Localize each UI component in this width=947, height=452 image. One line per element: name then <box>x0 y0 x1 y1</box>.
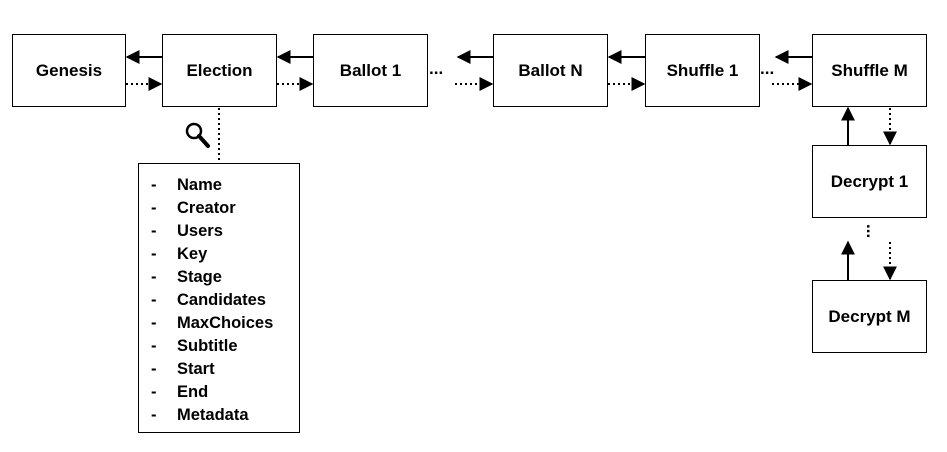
field-bullet: - <box>151 245 157 263</box>
block-decrypt-m: Decrypt M <box>812 280 927 353</box>
election-field-item: - Key <box>151 243 299 266</box>
election-field-item: - Name <box>151 174 299 197</box>
block-label: Election <box>186 60 253 80</box>
election-field-item: - Creator <box>151 197 299 220</box>
election-field-item: - Users <box>151 220 299 243</box>
block-label: Shuffle 1 <box>666 60 739 80</box>
election-field-item: - Candidates <box>151 289 299 312</box>
election-field-item: - End <box>151 381 299 404</box>
field-bullet: - <box>151 406 157 424</box>
ellipsis-decrypts: ... <box>863 224 882 238</box>
field-bullet: - <box>151 199 157 217</box>
field-name: Users <box>177 222 223 240</box>
field-name: End <box>177 383 209 401</box>
field-bullet: - <box>151 222 157 240</box>
field-bullet: - <box>151 383 157 401</box>
field-name: Key <box>177 245 208 263</box>
block-genesis: Genesis <box>12 34 126 107</box>
field-name: Creator <box>177 199 236 217</box>
field-name: Start <box>177 360 215 378</box>
field-bullet: - <box>151 360 157 378</box>
field-bullet: - <box>151 268 157 286</box>
election-field-item: - MaxChoices <box>151 312 299 335</box>
block-label: Ballot N <box>518 60 583 80</box>
block-label: Shuffle M <box>831 60 908 80</box>
field-name: Metadata <box>177 406 249 424</box>
field-bullet: - <box>151 291 157 309</box>
block-shuffle-1: Shuffle 1 <box>645 34 760 107</box>
election-field-item: - Metadata <box>151 404 299 427</box>
ellipsis-ballots: ... <box>429 59 443 78</box>
field-name: Stage <box>177 268 222 286</box>
block-decrypt-1: Decrypt 1 <box>812 145 927 218</box>
field-bullet: - <box>151 337 157 355</box>
block-ballot-n: Ballot N <box>493 34 608 107</box>
election-fields-box: - Name - Creator - Users - Key - Stage - Candidates… <box>138 163 300 433</box>
block-label: Ballot 1 <box>339 60 402 80</box>
field-bullet: - <box>151 314 157 332</box>
block-election: Election <box>162 34 277 107</box>
election-field-item: - Start <box>151 358 299 381</box>
field-bullet: - <box>151 176 157 194</box>
block-label: Decrypt M <box>828 306 911 326</box>
election-field-item: - Subtitle <box>151 335 299 358</box>
ellipsis-shuffles: ... <box>760 59 774 78</box>
election-field-item: - Stage <box>151 266 299 289</box>
block-label: Genesis <box>35 60 103 80</box>
field-name: Name <box>177 176 222 194</box>
election-fields-list: - Name - Creator - Users - Key - Stage - Candidates… <box>151 174 299 427</box>
block-label: Decrypt 1 <box>830 171 909 191</box>
field-name: MaxChoices <box>177 314 274 332</box>
block-shuffle-m: Shuffle M <box>812 34 927 107</box>
field-name: Candidates <box>177 291 266 309</box>
field-name: Subtitle <box>177 337 238 355</box>
magnifier-icon <box>185 122 210 148</box>
block-ballot-1: Ballot 1 <box>313 34 428 107</box>
